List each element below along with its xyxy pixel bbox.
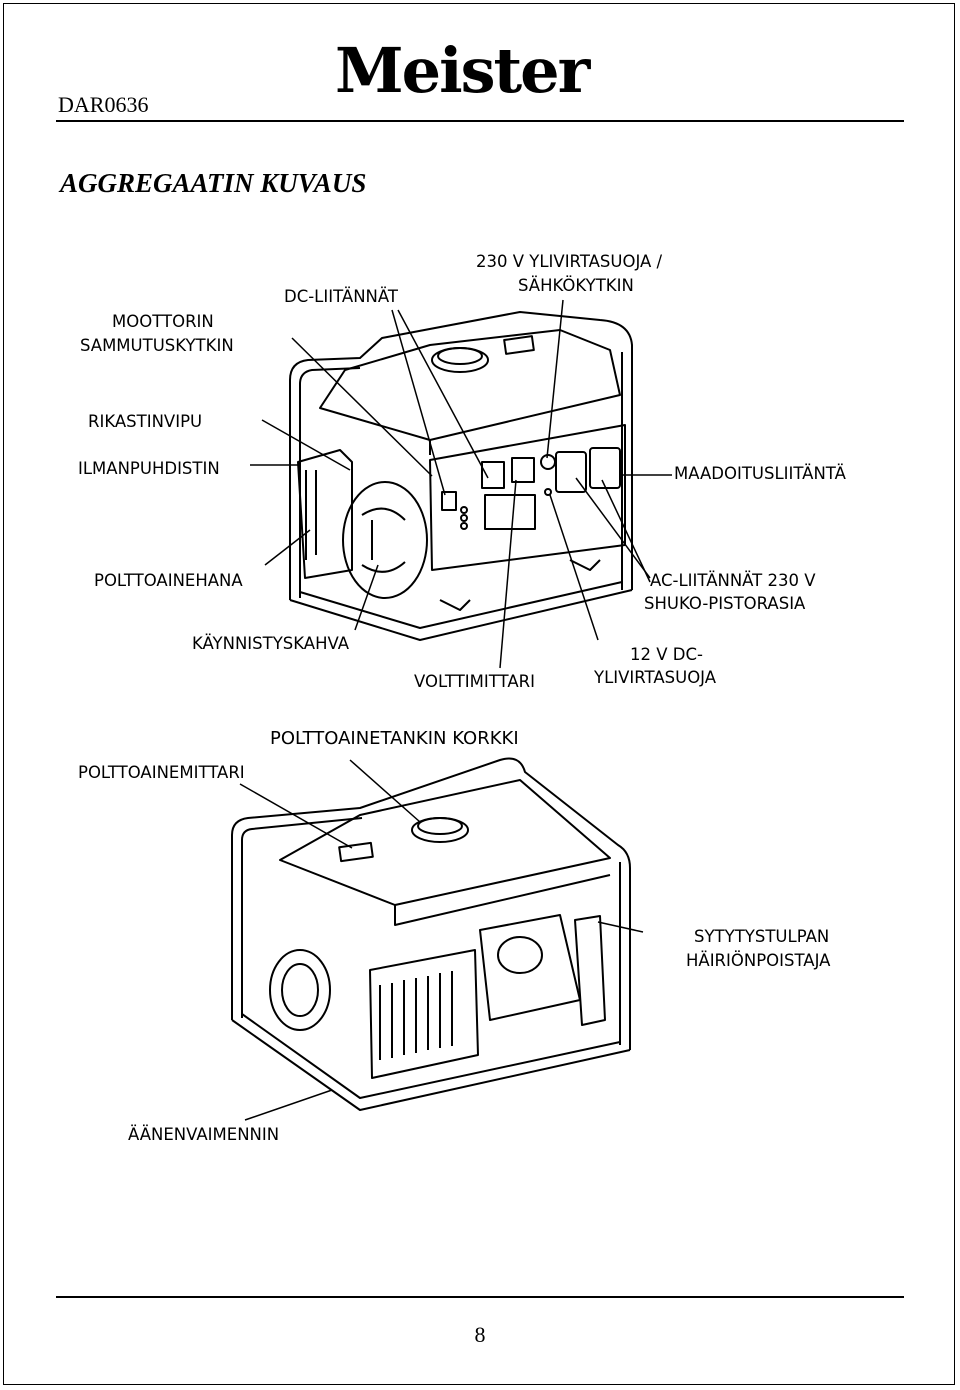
- document-code: DAR0636: [58, 92, 149, 117]
- label-engine-switch-line1: MOOTTORIN: [112, 312, 214, 331]
- label-fuel-cap: POLTTOAINETANKIN KORKKI: [270, 728, 519, 749]
- label-overcurrent-line1: 230 V YLIVIRTASUOJA /: [476, 252, 663, 271]
- generator-front-drawing: [289, 311, 633, 641]
- page-number: 8: [474, 1322, 486, 1347]
- label-dc-protector-line2: YLIVIRTASUOJA: [594, 668, 717, 687]
- label-ac-outlets-line2: SHUKO-PISTORASIA: [644, 594, 806, 613]
- label-ac-outlets-line1: AC-LIITÄNNÄT 230 V: [650, 571, 816, 590]
- label-spark-plug-line2: HÄIRIÖNPOISTAJA: [686, 951, 831, 970]
- label-fuel-gauge: POLTTOAINEMITTARI: [78, 763, 245, 782]
- page-title: AGGREGAATIN KUVAUS: [60, 168, 367, 198]
- label-starter: KÄYNNISTYSKAHVA: [192, 634, 350, 653]
- label-voltmeter: VOLTTIMITTARI: [414, 672, 535, 691]
- label-engine-switch-line2: SAMMUTUSKYTKIN: [80, 336, 234, 355]
- label-ground: MAADOITUSLIITÄNTÄ: [674, 464, 846, 483]
- label-dc-protector-line1: 12 V DC-: [630, 645, 703, 664]
- label-overcurrent-line2: SÄHKÖKYTKIN: [518, 276, 634, 295]
- header-rule: [56, 120, 904, 122]
- label-dc-outlets: DC-LIITÄNNÄT: [284, 287, 398, 306]
- label-fuel-valve: POLTTOAINEHANA: [94, 571, 243, 590]
- brand-logo: Meister: [335, 34, 590, 107]
- label-air-filter: ILMANPUHDISTIN: [78, 459, 220, 478]
- label-spark-plug-line1: SYTYTYSTULPAN: [694, 927, 830, 946]
- label-muffler: ÄÄNENVAIMENNIN: [128, 1125, 280, 1144]
- page-border: [3, 3, 955, 1385]
- footer-rule: [56, 1296, 904, 1298]
- generator-back-drawing: [231, 757, 631, 1111]
- label-choke: RIKASTINVIPU: [88, 412, 203, 431]
